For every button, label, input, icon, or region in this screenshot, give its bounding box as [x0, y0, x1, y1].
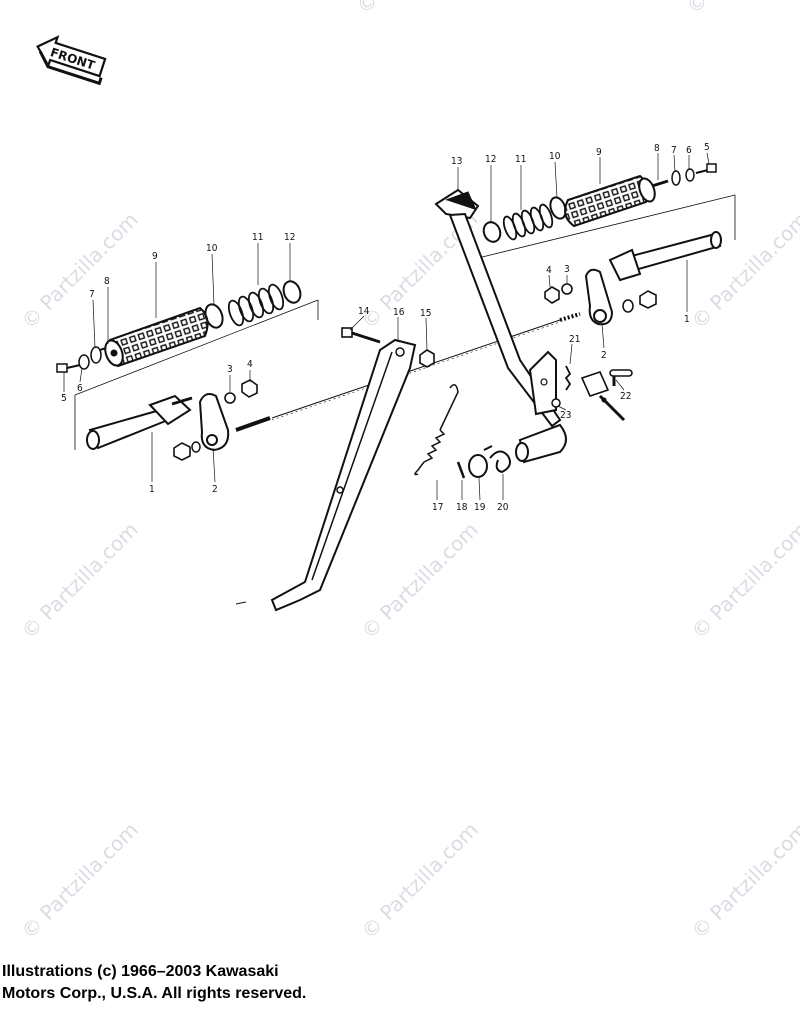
right-ring-10: [549, 196, 567, 220]
left-bolt-5: [56, 363, 81, 373]
bolt-14: [341, 327, 381, 344]
pivot-bracket-21: [528, 350, 557, 416]
callout-number: 22: [620, 391, 631, 402]
left-nut: [173, 442, 191, 461]
watermark-text: © Partzilla.com: [682, 0, 800, 19]
left-threaded-rod: [235, 416, 271, 432]
watermark-text: © Partzilla.com: [17, 517, 143, 643]
side-stand-16: [270, 338, 417, 612]
callout-number: 10: [549, 151, 561, 162]
right-washer-3: [561, 283, 573, 295]
left-washer-6: [78, 354, 90, 370]
watermark-text: © Partzilla.com: [357, 517, 483, 643]
watermark-text: © Partzilla.com: [17, 817, 143, 943]
right-footpeg-bar-1: [608, 231, 722, 282]
callout-number: 17: [432, 502, 443, 513]
callout-number: 1: [149, 484, 155, 495]
callout-number: 5: [704, 142, 710, 153]
watermark-text: © Partzilla.com: [357, 817, 483, 943]
watermark-text: © Partzilla.com: [352, 0, 478, 19]
callout-number: 15: [420, 308, 431, 319]
right-nut-4: [544, 286, 560, 304]
center-assembly: [235, 212, 572, 612]
right-nut: [639, 290, 657, 309]
callout-number: 13: [451, 156, 462, 167]
copyright-line-2: Motors Corp., U.S.A. All rights reserved…: [2, 985, 307, 1002]
right-footrest-assembly: [434, 163, 736, 422]
left-footpeg-rubber-9: [104, 306, 209, 368]
left-bracket-2: [198, 393, 230, 452]
watermark-layer: © Partzilla.com © Partzilla.com © Partzi…: [17, 0, 800, 944]
callout-number: 19: [474, 502, 486, 513]
left-footpeg-bar-1: [86, 394, 193, 450]
callout-number: 7: [89, 289, 95, 300]
callout-number: 12: [284, 232, 295, 243]
right-spring-11: [502, 203, 554, 241]
front-direction-arrow-icon: FRONT: [36, 35, 107, 86]
left-washer-7: [90, 346, 102, 364]
right-bolt-5: [695, 163, 717, 174]
left-group-bracket: [74, 299, 319, 450]
callout-number: 2: [212, 484, 218, 495]
callout-number: 8: [104, 276, 110, 287]
callout-number: 16: [393, 307, 405, 318]
washer-23: [551, 398, 561, 408]
callout-number: 4: [247, 359, 253, 370]
callout-number: 9: [596, 147, 602, 158]
callout-number: 9: [152, 251, 158, 262]
callout-number: 4: [546, 265, 552, 276]
callout-number: 1: [684, 314, 690, 325]
right-washer-7: [671, 170, 681, 186]
callout-number: 6: [77, 383, 83, 394]
right-ring-12: [482, 221, 502, 243]
callout-number: 5: [61, 393, 67, 404]
brake-pedal-pad-13: [434, 188, 480, 220]
small-spring: [564, 365, 572, 391]
right-washer-6: [685, 168, 695, 182]
copyright-line-1: Illustrations (c) 1966–2003 Kawasaki: [2, 963, 279, 980]
callout-number: 23: [560, 410, 571, 421]
callout-number: 8: [654, 143, 660, 154]
watermark-text: © Partzilla.com: [17, 207, 143, 333]
brake-pedal-arm: [448, 212, 567, 464]
left-ring-10: [204, 303, 224, 329]
right-bracket-2: [584, 268, 614, 326]
pin-22: [609, 369, 633, 386]
brake-cable-end: [580, 371, 626, 422]
callout-number: 11: [252, 232, 263, 243]
watermark-text: © Partzilla.com: [687, 207, 800, 333]
right-washer: [622, 299, 634, 313]
callout-leaders: [63, 152, 710, 501]
return-spring-20: [483, 445, 511, 474]
right-footpeg-rubber-9: [564, 174, 656, 228]
callout-number: 2: [601, 350, 607, 361]
left-ring-12: [282, 280, 302, 304]
right-pin-8: [651, 179, 669, 188]
left-washer-3: [224, 392, 236, 404]
callout-number: 11: [515, 154, 526, 165]
left-spring-11: [227, 283, 285, 327]
callout-number: 14: [358, 306, 370, 317]
pin-18: [456, 461, 466, 479]
left-nut-4: [241, 379, 258, 398]
callout-number: 3: [227, 364, 233, 375]
copyright-notice: Illustrations (c) 1966–2003 Kawasaki Mot…: [2, 961, 306, 1005]
callout-number: 7: [671, 145, 677, 156]
callout-number: 6: [686, 145, 692, 156]
stand-spring-17: [414, 384, 459, 476]
callout-number: 3: [564, 264, 570, 275]
watermark-text: © Partzilla.com: [687, 517, 800, 643]
callout-numbers: 5 6 7 8 9 10 11 12 3 4 1 2 13 12 11 10 9…: [61, 142, 710, 513]
washer-19: [468, 454, 488, 478]
nut-15: [419, 349, 435, 368]
left-footrest-assembly: [56, 280, 561, 461]
callout-number: 20: [497, 502, 509, 513]
callout-number: 10: [206, 243, 218, 254]
left-washer: [191, 441, 201, 453]
callout-number: 12: [485, 154, 496, 165]
watermark-text: © Partzilla.com: [687, 817, 800, 943]
callout-number: 18: [456, 502, 468, 513]
callout-number: 21: [569, 334, 580, 345]
